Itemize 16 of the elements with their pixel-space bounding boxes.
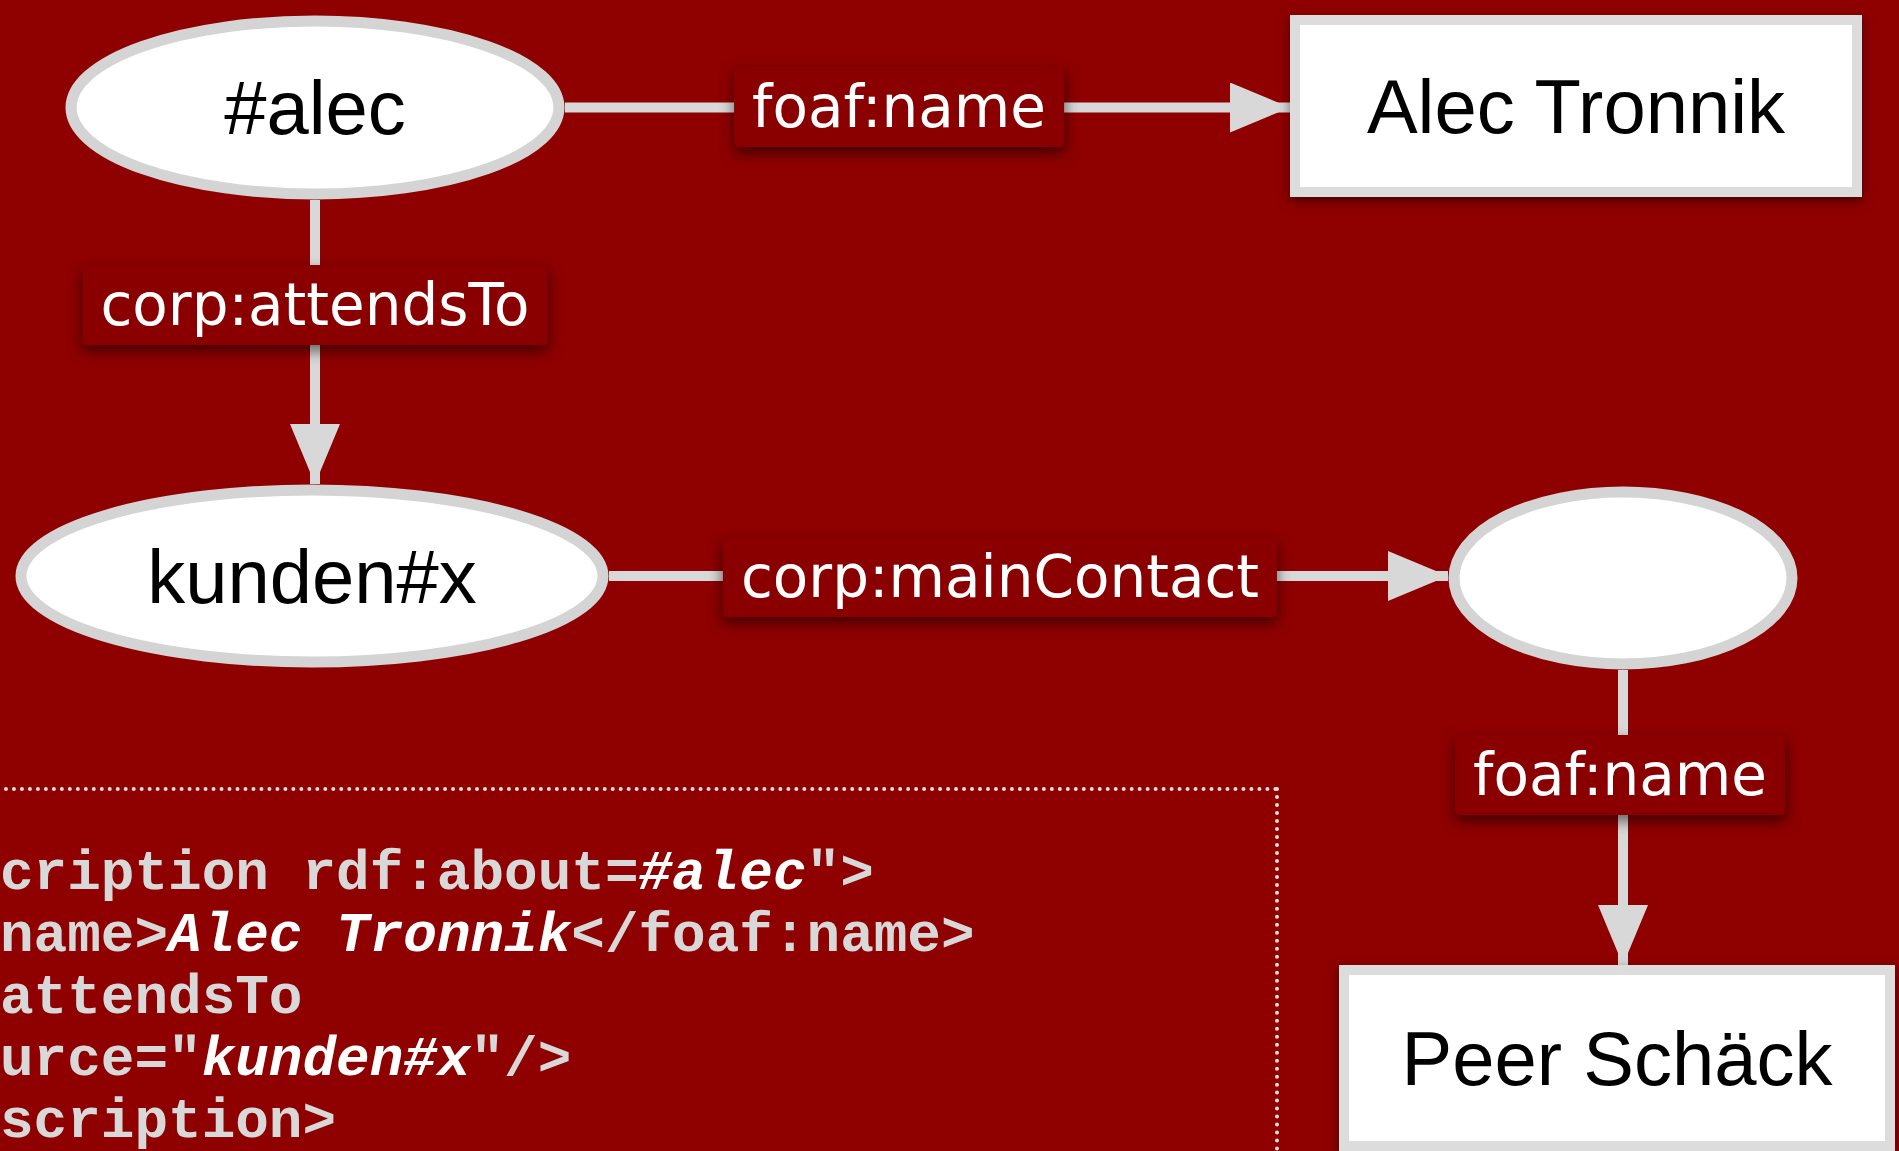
literal-box	[1339, 965, 1895, 1151]
literal-text: Peer Schäck	[1401, 1014, 1833, 1102]
literal-box	[1290, 15, 1862, 197]
edge-label: foaf:name	[734, 67, 1064, 147]
node-label: kunden#x	[147, 532, 477, 620]
code-line: urce="kunden#x"/>	[0, 1029, 573, 1091]
edge-label: foaf:name	[1455, 735, 1785, 815]
code-listing-panel	[0, 787, 1279, 1151]
literal-text: Alec Tronnik	[1366, 62, 1786, 150]
code-line: name>Alec Tronnik</foaf:name>	[0, 905, 976, 967]
edge-label: corp:attendsTo	[82, 265, 548, 345]
code-line: cription rdf:about=#alec">	[0, 843, 875, 905]
node-label: #alec	[224, 64, 406, 151]
code-line: attendsTo	[0, 967, 304, 1029]
code-line: scription>	[0, 1091, 338, 1151]
edge-label: corp:mainContact	[722, 537, 1278, 617]
